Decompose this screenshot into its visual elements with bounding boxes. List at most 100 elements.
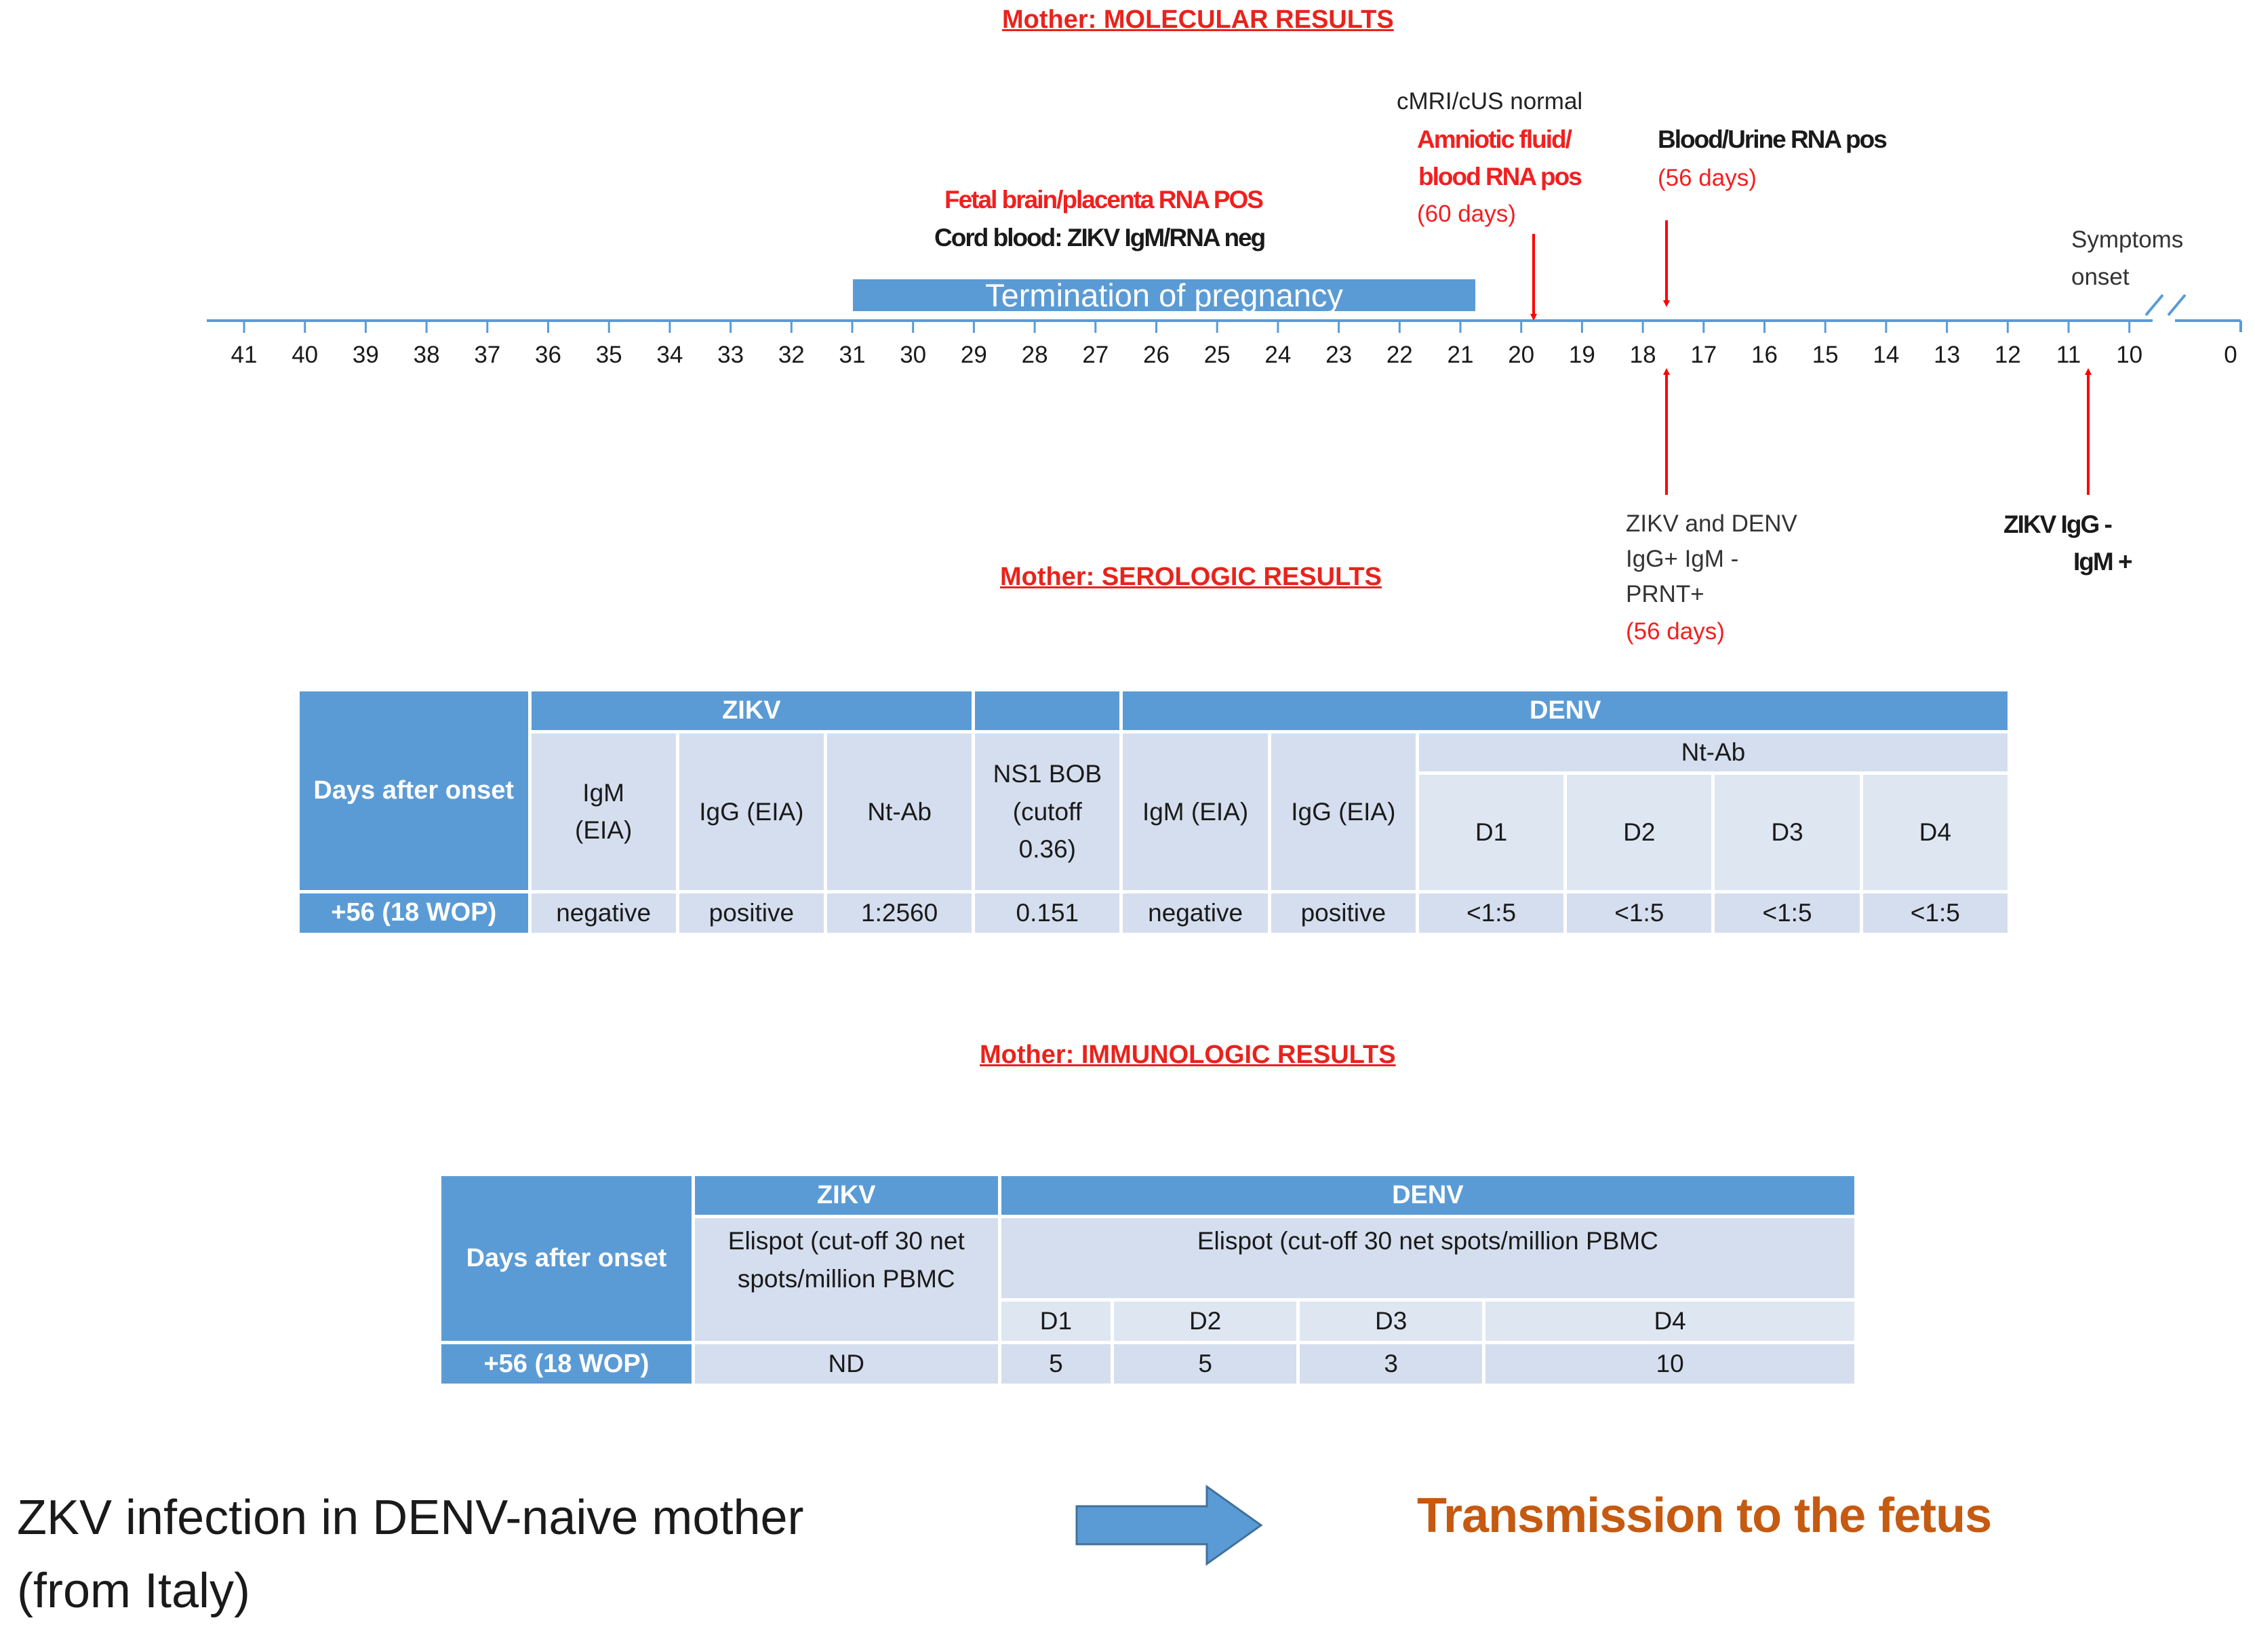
conclusion-left: ZKV infection in DENV-naive mother (from… [17,1481,804,1628]
timeline-tick-label: 10 [2116,342,2142,368]
denv-header: DENV [1001,1176,1854,1215]
timeline-tick-label: 39 [353,342,379,368]
timeline-tick-label: 0 [2224,342,2237,368]
denv-igg-header: IgG (EIA) [1271,733,1416,890]
molecular-title: Mother: MOLECULAR RESULTS [1002,5,1394,34]
days-after-onset-header: Days after onset [441,1176,692,1341]
termination-label: Termination of pregnancy [985,277,1343,313]
timeline-tick-label: 34 [656,342,683,368]
table-row: +56 (18 WOP) negative positive 1:2560 0.… [300,893,2008,933]
denv-d4-header: D4 [1485,1302,1854,1341]
zikv-igg-header: IgG (EIA) [679,733,824,890]
serologic-title: Mother: SEROLOGIC RESULTS [1000,563,1382,591]
zikv-igm-result: IgM + [2073,548,2133,576]
timeline-tick-label: 21 [1448,342,1474,368]
zikv-denv-serology-line1: ZIKV and DENV [1626,510,1797,537]
timeline-tick-label: 20 [1508,342,1534,368]
timeline-tick-label: 23 [1325,342,1352,368]
timeline-tick-label: 24 [1264,342,1291,368]
table-cell: 5 [1001,1344,1111,1384]
timeline-tick-label: 38 [414,342,440,368]
denv-d2-header: D2 [1567,774,1712,890]
denv-d4-header: D4 [1862,774,2008,890]
row-label: +56 (18 WOP) [300,893,528,933]
zikv-denv-serology-line3: PRNT+ [1626,581,1704,607]
timeline-tick-label: 15 [1812,342,1839,368]
denv-d1-header: D1 [1001,1302,1111,1341]
timeline-tick-label: 31 [839,342,866,368]
table-cell: 10 [1485,1344,1854,1384]
fetal-brain-result: Fetal brain/placenta RNA POS [944,186,1264,214]
denv-elispot-header: Elispot (cut-off 30 net spots/million PB… [1001,1218,1854,1298]
timeline-tick-label: 22 [1386,342,1413,368]
table-cell: <1:5 [1418,893,1564,933]
timeline-tick-label: 33 [717,342,744,368]
denv-header: DENV [1123,691,2008,730]
timeline-tick-label: 14 [1873,342,1899,368]
table-cell: ND [694,1344,998,1384]
cord-blood-result: Cord blood: ZIKV IgM/RNA neg [934,224,1266,251]
timeline-tick-label: 32 [778,342,805,368]
timeline-tick-label: 11 [2056,342,2081,368]
table-cell: 0.151 [975,893,1120,933]
symptoms-onset-line2: onset [2071,264,2130,290]
table-cell: 3 [1300,1344,1483,1384]
table-cell: positive [679,893,824,933]
immunologic-title: Mother: IMMUNOLOGIC RESULTS [980,1041,1396,1069]
timeline-tick-label: 27 [1082,342,1109,368]
timeline-tick-label: 36 [535,342,561,368]
denv-d2-header: D2 [1114,1302,1297,1341]
table-cell: 5 [1114,1344,1297,1384]
timeline-tick-label: 17 [1690,342,1717,368]
table-cell: <1:5 [1715,893,1860,933]
conclusion-left-line2: (from Italy) [17,1564,251,1618]
zikv-header: ZIKV [694,1176,998,1215]
zikv-denv-serology-line2: IgG+ IgM - [1626,546,1739,572]
amniotic-result-line1: Amniotic fluid/ [1417,125,1572,153]
immunologic-table: Days after onset ZIKV DENV Elispot (cut-… [438,1173,1858,1387]
blood-urine-days: (56 days) [1658,165,1757,191]
timeline-tick-label: 29 [961,342,987,368]
zikv-igm-header: IgM(EIA) [531,733,676,890]
denv-d3-header: D3 [1715,774,1860,890]
timeline-tick-label: 28 [1022,342,1048,368]
timeline-tick-label: 37 [474,342,500,368]
table-cell: positive [1271,893,1416,933]
table-cell: negative [1123,893,1268,933]
zikv-igg-result: ZIKV IgG - [2003,510,2113,538]
axis-break-mark [2144,294,2164,317]
table-cell: <1:5 [1862,893,2008,933]
cmri-result: cMRI/cUS normal [1397,88,1583,115]
amniotic-days: (60 days) [1417,201,1516,227]
conclusion-right: Transmission to the fetus [1417,1489,1992,1543]
termination-bar [853,279,1475,311]
timeline-tick-label: 41 [231,342,258,368]
timeline-tick-label: 35 [596,342,622,368]
timeline-tick-label: 19 [1569,342,1595,368]
denv-d3-header: D3 [1300,1302,1483,1341]
timeline-tick-label: 40 [292,342,318,368]
row-label: +56 (18 WOP) [441,1344,692,1384]
right-arrow-icon [1075,1485,1263,1566]
table-cell: 1:2560 [827,893,972,933]
ns1-header-spacer [975,691,1120,730]
symptoms-onset-line1: Symptoms [2071,226,2184,253]
zikv-ntab-header: Nt-Ab [827,733,972,890]
table-row: +56 (18 WOP) ND 5 5 3 10 [441,1344,1854,1384]
timeline-tick-label: 16 [1751,342,1778,368]
days-after-onset-header: Days after onset [300,691,528,890]
conclusion-left-line1: ZKV infection in DENV-naive mother [17,1491,804,1545]
blood-urine-result: Blood/Urine RNA pos [1658,125,1888,153]
timeline-tick-label: 25 [1204,342,1231,368]
denv-d1-header: D1 [1418,774,1564,890]
denv-ntab-header: Nt-Ab [1418,733,2008,771]
timeline-tick-label: 18 [1630,342,1656,368]
zikv-header: ZIKV [531,691,972,730]
serologic-table: Days after onset ZIKV DENV IgM(EIA) IgG … [296,688,2011,936]
table-cell: negative [531,893,676,933]
timeline-tick-label: 13 [1934,342,1960,368]
